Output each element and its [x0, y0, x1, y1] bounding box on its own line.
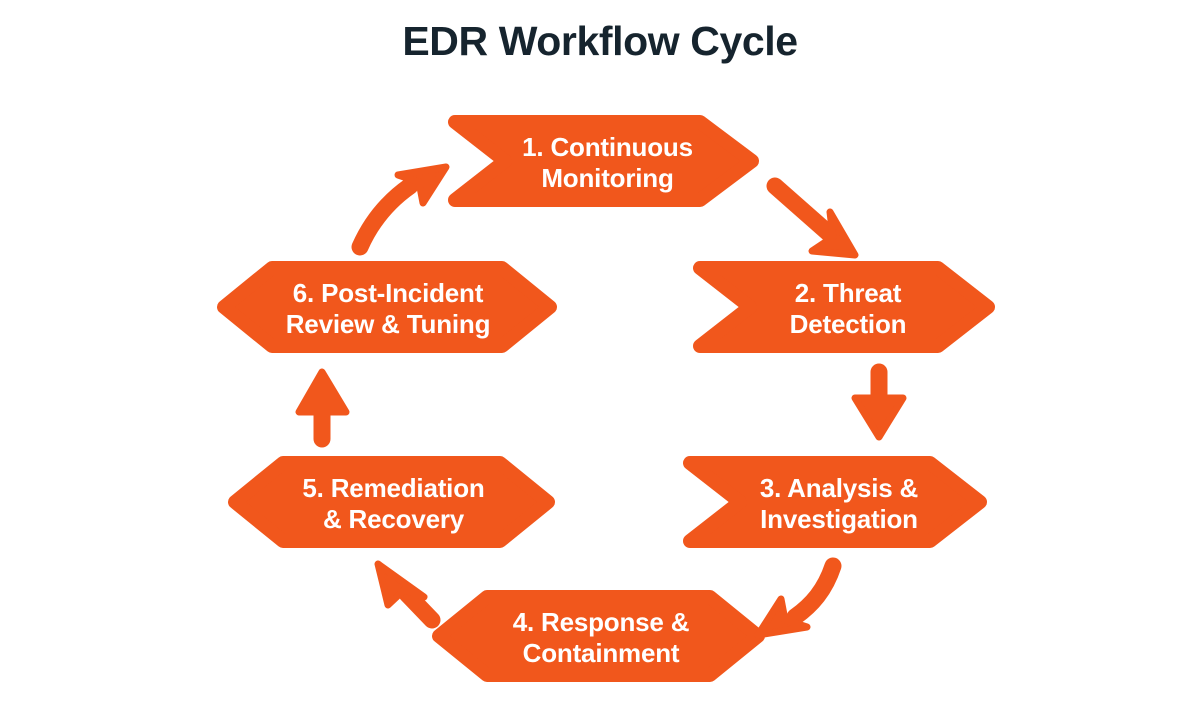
arrow-3-to-4	[754, 557, 842, 639]
arrow-6-to-1	[351, 163, 450, 256]
node-shape-step-1[interactable]	[448, 115, 759, 207]
node-shape-step-5[interactable]	[228, 456, 555, 548]
arrow-2-to-3	[851, 363, 907, 441]
node-step-2[interactable]	[700, 261, 992, 356]
node-shape-step-2[interactable]	[693, 261, 995, 353]
arrow-4-to-5	[374, 560, 441, 629]
node-step-6[interactable]	[224, 261, 554, 356]
node-step-4[interactable]	[439, 590, 762, 685]
node-step-3[interactable]	[690, 456, 984, 551]
arrow-1-to-2	[766, 177, 859, 259]
arrow-5-to-6	[295, 368, 350, 448]
node-step-5[interactable]	[235, 456, 552, 551]
node-shape-step-4[interactable]	[432, 590, 765, 682]
node-shape-step-6[interactable]	[217, 261, 557, 353]
node-shape-step-3[interactable]	[683, 456, 987, 548]
page-title: EDR Workflow Cycle	[402, 18, 798, 64]
node-step-1[interactable]	[455, 115, 755, 210]
